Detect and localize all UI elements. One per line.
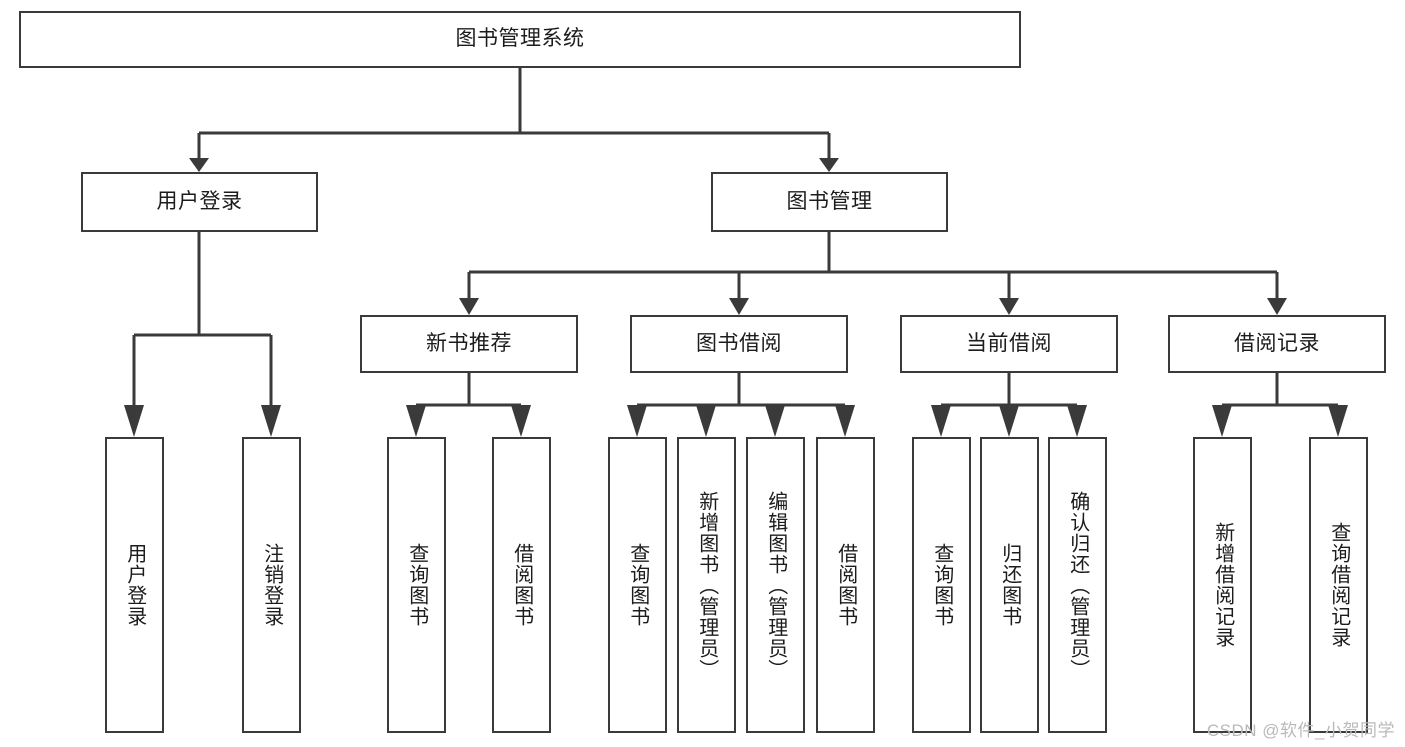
arrowhead-leaf-nb-2 xyxy=(511,405,531,437)
arrowhead-leaf-bb-3 xyxy=(765,405,785,437)
node-leaf-nb-query-book[interactable]: 查询图书 xyxy=(387,437,446,733)
node-leaf-br-add-record-label: 新增借阅记录 xyxy=(1211,522,1234,648)
node-leaf-logout-label: 注销登录 xyxy=(260,543,283,627)
node-leaf-cb-query-book[interactable]: 查询图书 xyxy=(912,437,971,733)
arrowhead-leaf-bb-2 xyxy=(696,405,716,437)
node-leaf-br-query-record-label: 查询借阅记录 xyxy=(1327,522,1350,648)
node-leaf-br-query-record[interactable]: 查询借阅记录 xyxy=(1309,437,1368,733)
node-leaf-bb-query-book[interactable]: 查询图书 xyxy=(608,437,667,733)
arrowhead-leaf-ul-1 xyxy=(124,405,144,437)
node-leaf-bb-add-book-label: 新增图书（管理员） xyxy=(695,490,718,680)
node-leaf-bb-add-book[interactable]: 新增图书（管理员） xyxy=(677,437,736,733)
node-current-borrow-label: 当前借阅 xyxy=(966,331,1052,355)
node-leaf-br-add-record[interactable]: 新增借阅记录 xyxy=(1193,437,1252,733)
arrowhead-leaf-nb-1 xyxy=(406,405,426,437)
arrowheads xyxy=(124,158,1348,437)
node-leaf-nb-query-book-label: 查询图书 xyxy=(405,543,428,627)
node-leaf-cb-return-book[interactable]: 归还图书 xyxy=(980,437,1039,733)
arrowhead-leaf-bb-4 xyxy=(835,405,855,437)
node-leaf-user-login[interactable]: 用户登录 xyxy=(105,437,164,733)
node-borrow-records-label: 借阅记录 xyxy=(1234,331,1320,355)
node-leaf-bb-edit-book-label: 编辑图书（管理员） xyxy=(764,490,787,680)
node-book-borrow-label: 图书借阅 xyxy=(696,331,782,355)
arrowhead-leaf-cb-2 xyxy=(999,405,1019,437)
node-borrow-records[interactable]: 借阅记录 xyxy=(1168,315,1386,373)
node-book-management-label: 图书管理 xyxy=(786,189,873,213)
arrowhead-leaf-ul-2 xyxy=(261,405,281,437)
node-leaf-bb-query-book-label: 查询图书 xyxy=(626,543,649,627)
node-leaf-nb-borrow-book-label: 借阅图书 xyxy=(510,543,533,627)
node-leaf-bb-borrow-book[interactable]: 借阅图书 xyxy=(816,437,875,733)
node-leaf-bb-edit-book[interactable]: 编辑图书（管理员） xyxy=(746,437,805,733)
node-book-borrow[interactable]: 图书借阅 xyxy=(630,315,848,373)
node-leaf-user-login-label: 用户登录 xyxy=(123,543,146,627)
arrowhead-user-login xyxy=(189,158,209,172)
node-user-login-label: 用户登录 xyxy=(156,189,243,213)
node-root-system-label: 图书管理系统 xyxy=(455,27,585,51)
arrowhead-newbook xyxy=(459,298,479,315)
node-leaf-cb-return-book-label: 归还图书 xyxy=(998,543,1021,627)
arrowhead-leaf-cb-1 xyxy=(931,405,951,437)
arrowhead-book-mgmt xyxy=(819,158,839,172)
arrowhead-leaf-cb-3 xyxy=(1067,405,1087,437)
node-leaf-logout[interactable]: 注销登录 xyxy=(242,437,301,733)
arrowhead-leaf-br-2 xyxy=(1328,405,1348,437)
node-current-borrow[interactable]: 当前借阅 xyxy=(900,315,1118,373)
node-book-management[interactable]: 图书管理 xyxy=(711,172,948,232)
node-leaf-cb-query-book-label: 查询图书 xyxy=(930,543,953,627)
node-user-login[interactable]: 用户登录 xyxy=(81,172,318,232)
node-root-system[interactable]: 图书管理系统 xyxy=(19,11,1021,68)
node-leaf-bb-borrow-book-label: 借阅图书 xyxy=(834,543,857,627)
arrowhead-borrow xyxy=(729,298,749,315)
node-new-book-recommend-label: 新书推荐 xyxy=(426,331,512,355)
arrowhead-current xyxy=(999,298,1019,315)
arrowhead-leaf-br-1 xyxy=(1212,405,1232,437)
node-new-book-recommend[interactable]: 新书推荐 xyxy=(360,315,578,373)
arrowhead-records xyxy=(1267,298,1287,315)
node-leaf-cb-confirm-return-label: 确认归还（管理员） xyxy=(1066,490,1089,680)
node-leaf-nb-borrow-book[interactable]: 借阅图书 xyxy=(492,437,551,733)
arrowhead-leaf-bb-1 xyxy=(627,405,647,437)
node-leaf-cb-confirm-return[interactable]: 确认归还（管理员） xyxy=(1048,437,1107,733)
